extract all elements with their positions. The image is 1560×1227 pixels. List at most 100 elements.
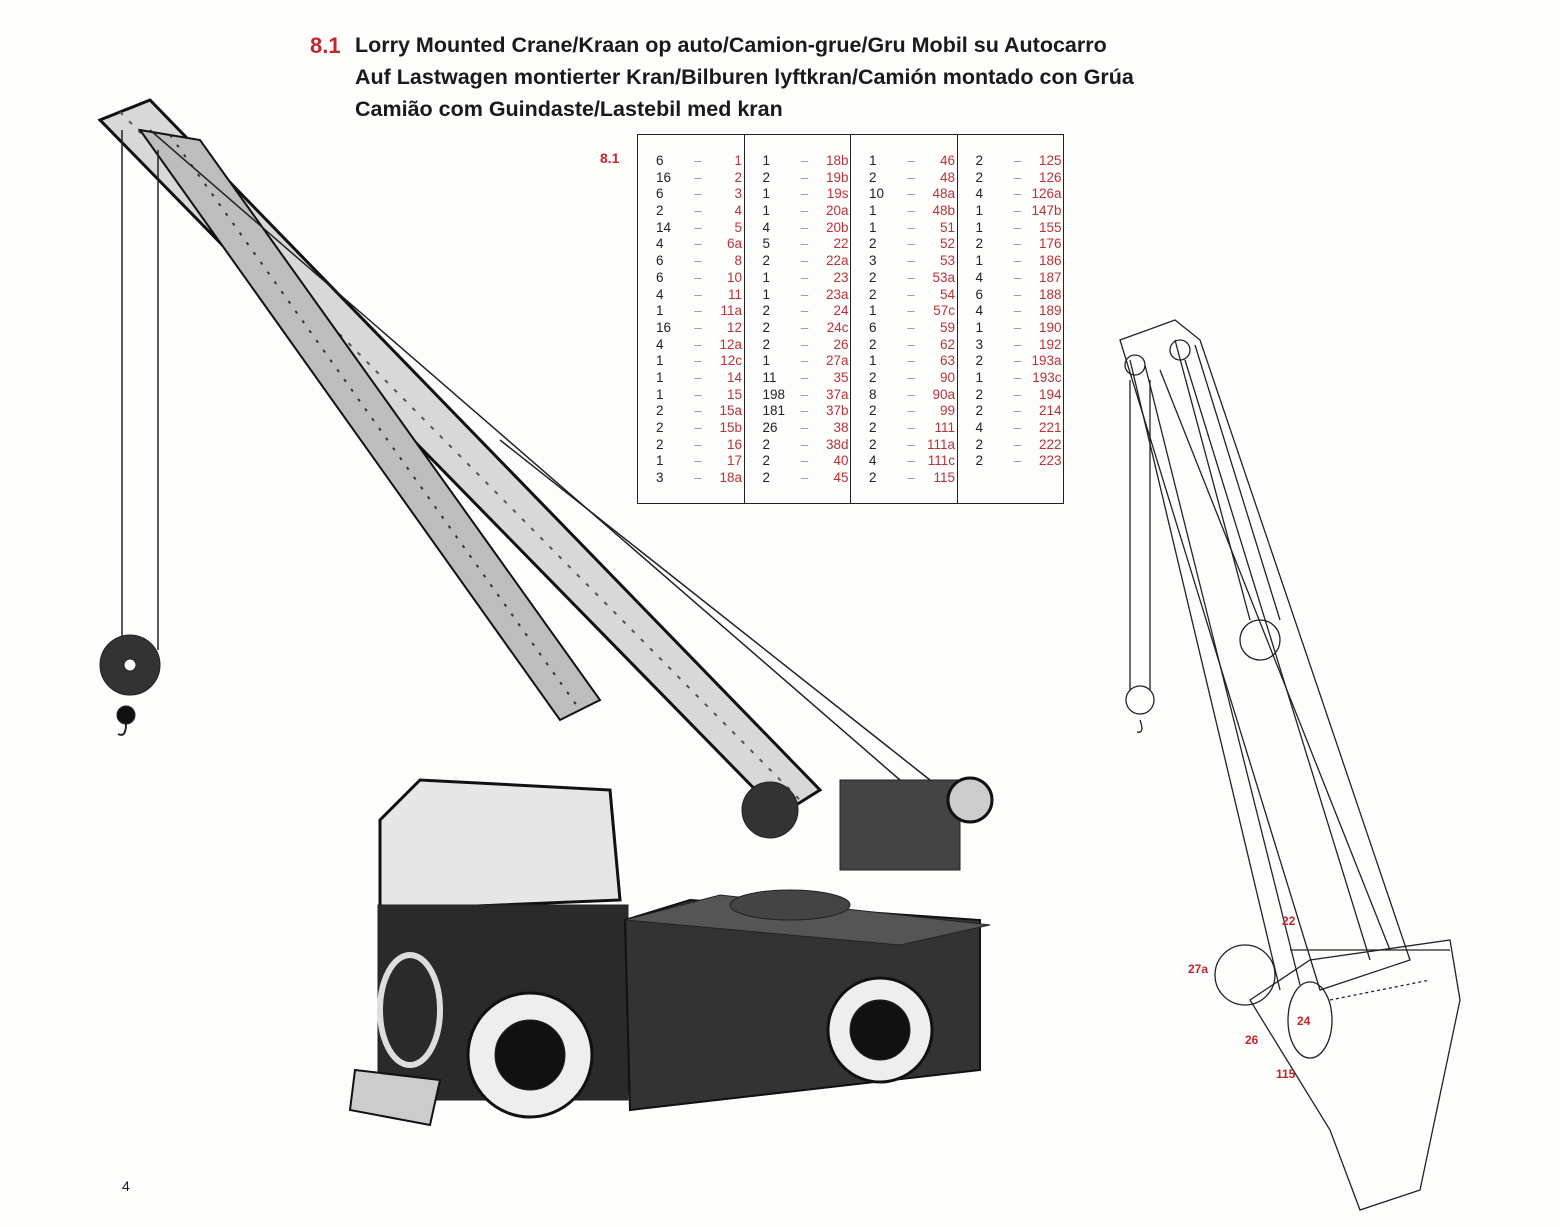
parts-row: 2–16 — [638, 437, 744, 454]
parts-row: 16–2 — [638, 170, 744, 187]
part-quantity: 2 — [762, 453, 771, 469]
parts-row: 11–35 — [745, 370, 851, 387]
parts-row: 1–15 — [638, 387, 744, 404]
dash-separator: – — [907, 453, 915, 469]
part-number: 15b — [719, 420, 742, 435]
part-number: 1 — [734, 153, 742, 168]
part-number: 53a — [932, 269, 955, 285]
parts-row: 4–20b — [745, 220, 851, 237]
dash-separator: – — [907, 319, 915, 335]
part-number: 37b — [825, 403, 849, 419]
part-quantity: 2 — [762, 253, 771, 269]
dash-separator: – — [1013, 369, 1022, 385]
parts-row: 1–147b — [958, 203, 1064, 220]
dash-separator: – — [800, 253, 809, 269]
part-quantity: 2 — [656, 203, 664, 219]
parts-row: 1–18b — [745, 153, 851, 170]
part-quantity: 1 — [762, 286, 771, 302]
parts-row: 3–53 — [851, 253, 957, 270]
parts-row: 2–125 — [958, 153, 1064, 170]
part-quantity: 2 — [869, 269, 877, 285]
part-number: 2 — [734, 169, 742, 185]
dash-separator: – — [907, 403, 915, 419]
parts-row: 1–51 — [851, 220, 957, 237]
parts-row: 2–115 — [851, 470, 957, 487]
part-number: 193c — [1032, 369, 1062, 385]
part-number: 90 — [939, 369, 955, 385]
parts-row: 2–15a — [638, 403, 744, 420]
part-number: 189 — [1038, 303, 1062, 319]
part-quantity: 1 — [656, 303, 664, 319]
part-number: 214 — [1038, 403, 1062, 419]
dash-separator: – — [694, 436, 702, 452]
parts-row: 6–188 — [958, 287, 1064, 304]
part-quantity: 1 — [656, 353, 664, 369]
parts-row: 6–10 — [638, 270, 744, 287]
dash-separator: – — [694, 453, 702, 469]
dash-separator: – — [907, 369, 915, 385]
part-number: 59 — [939, 319, 955, 335]
part-quantity: 198 — [762, 386, 786, 402]
part-quantity: 4 — [656, 236, 664, 252]
part-number: 23 — [833, 269, 849, 285]
dash-separator: – — [800, 353, 809, 369]
part-quantity: 14 — [656, 219, 672, 235]
parts-row: 2–193a — [958, 353, 1064, 370]
part-number: 126a — [1031, 186, 1062, 202]
dash-separator: – — [694, 336, 702, 352]
dash-separator: – — [1013, 436, 1022, 452]
parts-row: 4–187 — [958, 270, 1064, 287]
dash-separator: – — [1013, 219, 1022, 235]
part-number: 23a — [825, 286, 849, 302]
parts-row: 2–111a — [851, 437, 957, 454]
part-number: 223 — [1038, 453, 1062, 469]
part-quantity: 2 — [762, 436, 771, 452]
part-quantity: 11 — [762, 369, 777, 385]
parts-row: 2–4 — [638, 203, 744, 220]
dash-separator: – — [694, 403, 702, 419]
part-number: 48b — [932, 203, 955, 219]
parts-row: 1–11a — [638, 303, 744, 320]
part-quantity: 2 — [975, 353, 984, 369]
parts-row: 198–37a — [745, 387, 851, 404]
parts-row: 3–18a — [638, 470, 744, 487]
parts-row: 181–37b — [745, 403, 851, 420]
parts-row: 26–38 — [745, 420, 851, 437]
part-number: 40 — [833, 453, 849, 469]
parts-row: 1–20a — [745, 203, 851, 220]
part-number: 19s — [826, 186, 849, 202]
dash-separator: – — [800, 420, 809, 435]
parts-row: 2–45 — [745, 470, 851, 487]
dash-separator: – — [907, 386, 915, 402]
page-number: 4 — [122, 1178, 130, 1194]
parts-row: 2–40 — [745, 453, 851, 470]
dash-separator: – — [694, 253, 702, 269]
part-quantity: 3 — [869, 253, 877, 269]
parts-row: 2–26 — [745, 337, 851, 354]
part-quantity: 10 — [869, 186, 885, 202]
dash-separator: – — [694, 153, 702, 168]
parts-row: 2–194 — [958, 387, 1064, 404]
part-quantity: 4 — [762, 219, 771, 235]
part-number: 14 — [726, 369, 742, 385]
part-quantity: 1 — [656, 386, 664, 402]
parts-row: 6–1 — [638, 153, 744, 170]
part-quantity: 3 — [656, 470, 664, 486]
parts-row: 2–22a — [745, 253, 851, 270]
part-quantity: 1 — [869, 353, 877, 369]
part-quantity: 5 — [762, 236, 771, 252]
dash-separator: – — [800, 470, 809, 486]
parts-row: 2–24c — [745, 320, 851, 337]
parts-row: 1–19s — [745, 186, 851, 203]
dash-separator: – — [800, 169, 809, 185]
part-number: 53 — [939, 253, 955, 269]
part-quantity: 16 — [656, 169, 672, 185]
label-24: 24 — [1297, 1014, 1311, 1028]
part-quantity: 4 — [869, 453, 877, 469]
dash-separator: – — [800, 386, 809, 402]
model-number: 8.1 — [310, 33, 341, 58]
part-number: 18a — [719, 470, 742, 486]
dash-separator: – — [1013, 453, 1022, 469]
part-quantity: 2 — [869, 369, 877, 385]
